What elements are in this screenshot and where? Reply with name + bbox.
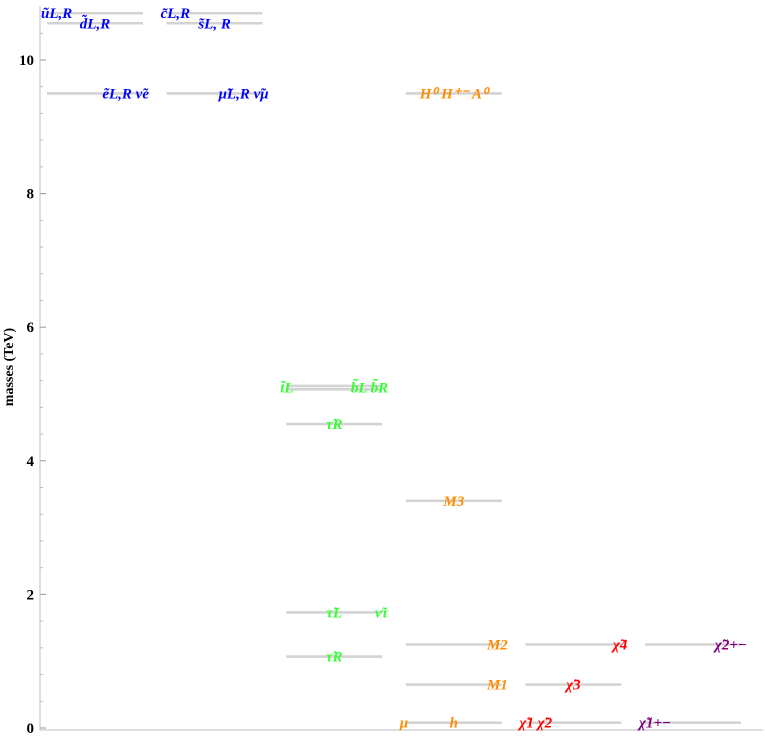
y-axis: 0 2 4 6 8 10 [19,32,46,737]
mass-label: d̃L,R [80,14,110,32]
mass-label: s̃L, R [197,16,231,32]
mass-labels: ũL,R d̃L,R ẽL,R ν̃e c̃L,R s̃L, R μ̃L,R ν̃μ t̃L… [41,6,747,731]
mass-label: χ̃1+− [637,716,671,732]
mass-label: M3 [442,494,464,510]
mass-label: μ̃L,R ν̃μ [218,86,269,102]
mass-label: M2 [486,638,508,654]
mass-label: τ̃L [326,605,342,621]
mass-label: c̃L,R [161,6,191,22]
mass-label: μ [399,716,408,732]
mass-label: τ̃R [326,650,343,666]
y-tick-label: 10 [19,53,34,69]
mass-label: χ̃1 χ̃2 [517,716,552,732]
mass-label: t̃L [280,380,293,396]
mass-label: ẽL,R ν̃e [102,86,149,102]
chart-frame [39,6,763,731]
mass-label: χ̃2+− [713,638,747,654]
mass-label: b̃L b̃R [351,378,388,396]
y-axis-title: masses (TeV) [2,327,17,406]
mass-label: M1 [486,678,508,694]
y-tick-label: 8 [27,187,35,203]
mass-label: τ̃R [326,417,343,433]
mass-label: ν̃τ [375,605,390,621]
mass-label: χ̃3 [564,678,581,694]
mass-levels [47,11,741,724]
y-tick-label: 6 [27,320,35,336]
mass-label: ũL,R [41,6,72,22]
y-tick-label: 4 [27,454,35,470]
mass-label: h [450,716,458,732]
y-tick-label: 2 [27,587,35,603]
y-tick-label: 0 [27,721,35,737]
mass-label: χ̃4 [611,638,628,654]
mass-label: H⁰ H⁺⁻ A⁰ [419,86,491,102]
